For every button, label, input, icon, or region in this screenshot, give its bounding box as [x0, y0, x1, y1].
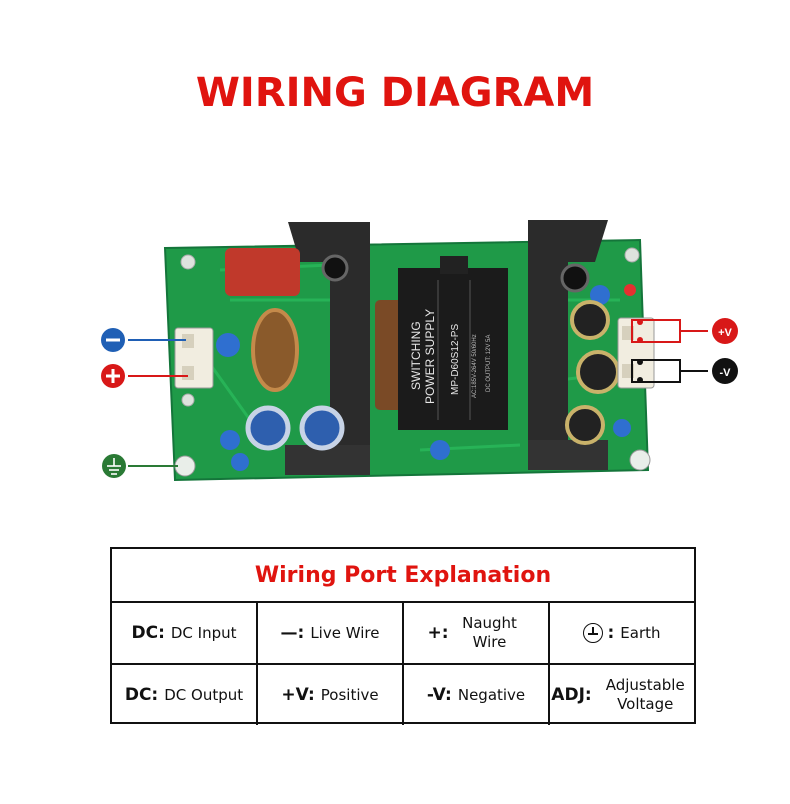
table-cell: +V: Positive — [258, 665, 404, 725]
explanation-table: Wiring Port Explanation DC: DC Input —: … — [110, 547, 696, 725]
transformer-module — [398, 268, 508, 430]
cell-value: Positive — [320, 685, 379, 704]
table-cell: -V: Negative — [404, 665, 550, 725]
table-cell: DC: DC Output — [112, 665, 258, 725]
electrolytic-capacitor — [570, 300, 610, 340]
heatsink-right-base — [528, 440, 608, 470]
blue-capacitor — [430, 440, 450, 460]
earth-icon — [583, 623, 604, 643]
electrolytic-capacitor — [299, 405, 345, 451]
pcb-illustration: SWITCHING POWER SUPPLY MP-D60S12-PS AC:1… — [101, 220, 738, 482]
table-cell: : Earth — [550, 603, 694, 663]
input-pin — [182, 366, 194, 380]
blue-capacitor — [613, 419, 631, 437]
minus-v-icon — [712, 358, 738, 384]
cell-value: DC Output — [164, 685, 244, 704]
mount-hole — [180, 254, 196, 270]
cell-value: Naught Wire — [462, 614, 517, 651]
table-cell: +: Naught Wire — [404, 603, 550, 663]
table-row: DC: DC Output +V: Positive -V: Negative … — [112, 665, 694, 725]
mount-hole — [624, 247, 640, 263]
cell-value: Live Wire — [310, 623, 380, 642]
heatsink-left — [288, 222, 370, 470]
module-spec-1: AC:185V-264V 50/60Hz — [472, 334, 478, 398]
transformer-core — [440, 256, 468, 274]
cell-value: DC Input — [170, 623, 237, 642]
cell-key: +: — [427, 623, 449, 643]
cell-key: ADJ: — [551, 685, 592, 705]
plus-v-label: +V — [718, 327, 732, 339]
x2-capacitor — [225, 248, 300, 296]
mount-hole — [181, 393, 195, 407]
blue-capacitor — [216, 333, 240, 357]
heatsink-right — [528, 220, 608, 470]
cell-key: -V: — [426, 685, 452, 705]
heatsink-left-base — [285, 445, 370, 475]
blue-capacitor — [590, 285, 610, 305]
choke-coil — [251, 308, 299, 392]
module-model: MP-D60S12-PS — [450, 324, 461, 395]
cell-value: Negative — [457, 685, 526, 704]
electrolytic-capacitor — [576, 350, 620, 394]
electrolytic-capacitor — [321, 254, 349, 282]
table-header: Wiring Port Explanation — [112, 549, 694, 603]
module-spec-2: DC OUTPUT: 12V 5A — [486, 335, 492, 392]
blue-capacitor — [231, 453, 249, 471]
table-cell: ADJ: Adjustable Voltage — [550, 665, 694, 725]
cell-key: +V: — [281, 685, 315, 705]
electrolytic-capacitor — [565, 405, 605, 445]
table-row: DC: DC Input —: Live Wire +: Naught Wire… — [112, 603, 694, 665]
mount-hole — [629, 449, 651, 471]
module-text-1: SWITCHING — [409, 321, 423, 390]
cell-key: : — [607, 623, 615, 643]
plus-v-icon — [712, 318, 738, 344]
cell-value: Adjustable Voltage — [605, 676, 685, 713]
cell-value: Earth — [620, 623, 661, 642]
led-indicator — [624, 284, 636, 296]
module-text-2: POWER SUPPLY — [423, 309, 437, 404]
table-cell: —: Live Wire — [258, 603, 404, 663]
output-inductor — [375, 300, 403, 410]
minus-v-label: -V — [720, 367, 732, 379]
electrolytic-capacitor — [245, 405, 291, 451]
blue-capacitor — [220, 430, 240, 450]
table-cell: DC: DC Input — [112, 603, 258, 663]
input-pin — [182, 334, 194, 348]
cell-key: DC: — [124, 685, 159, 705]
cell-key: —: — [280, 623, 305, 643]
electrolytic-capacitor — [560, 263, 590, 293]
cell-key: DC: — [131, 623, 165, 643]
page-title: WIRING DIAGRAM — [195, 70, 595, 116]
